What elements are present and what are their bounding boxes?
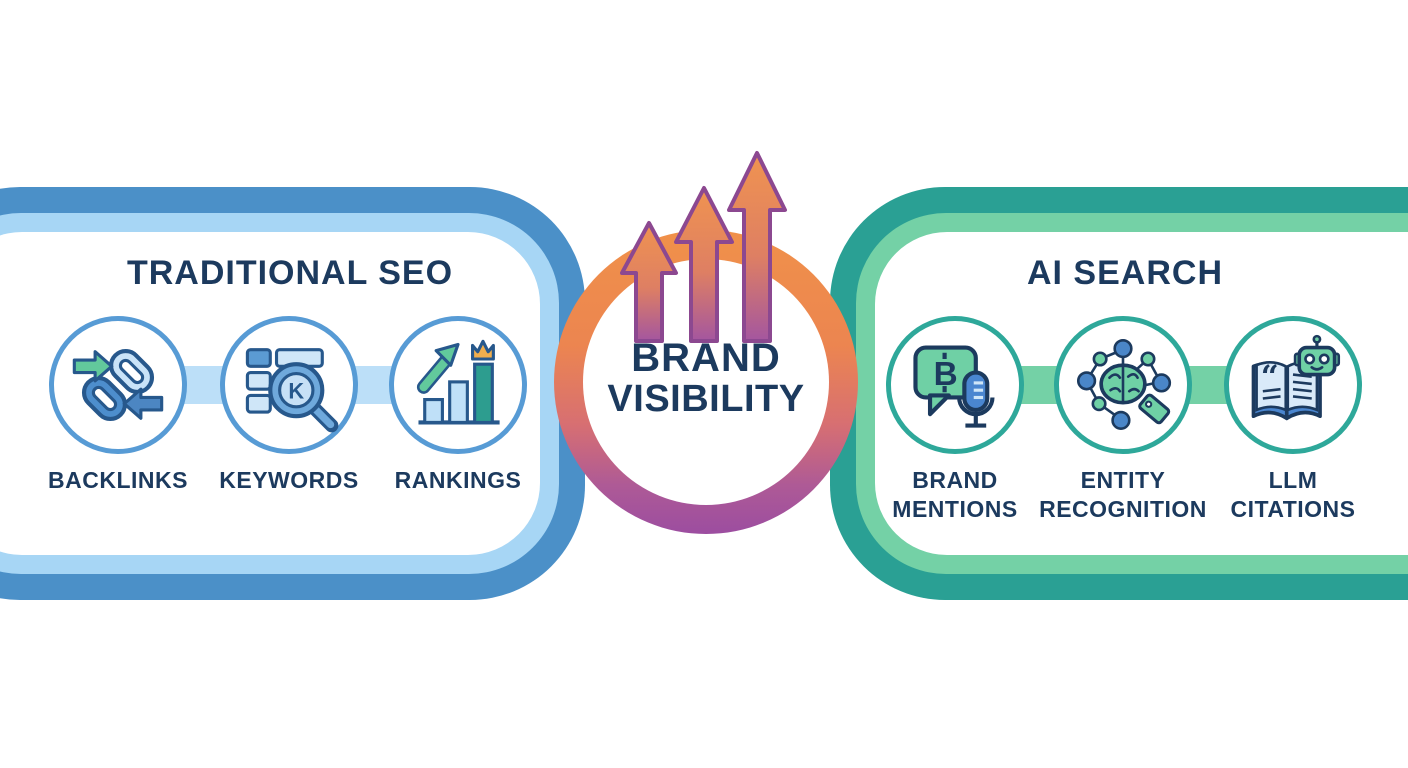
svg-text:K: K [288,379,304,404]
keyword-search-icon: K [245,348,339,433]
rankings-label: RANKINGS [394,467,522,493]
entity-recognition-circle [1054,316,1192,454]
llm-citations-label: LLM CITATIONS [1230,467,1356,523]
llm-citations-icon: “ [1251,334,1341,421]
rankings-circle [389,316,527,454]
rising-arrow-medium [674,186,734,343]
entity-recognition-label: ENTITY RECOGNITION [1039,467,1207,523]
brand-mentions-label: BRAND MENTIONS [892,467,1018,523]
brand-visibility-line2: VISIBILITY [607,378,805,420]
three-rising-arrows-icon [620,151,787,343]
entity-recognition-icon [1076,338,1172,430]
backlinks-circle [49,316,187,454]
rankings-growth-icon [416,339,500,425]
brand-visibility-line1: BRAND [631,336,781,380]
brand-mentions-icon: B [913,345,995,428]
brand-visibility-title: BRAND VISIBILITY [556,338,856,422]
keywords-label: KEYWORDS [219,467,359,493]
llm-citations-circle: “ [1224,316,1362,454]
ai-search-title: AI SEARCH [1026,254,1224,292]
keywords-circle: K [220,316,358,454]
svg-text:“: “ [1261,359,1279,395]
brand-visibility-ring [554,230,858,534]
backlink-chain-icon [72,348,164,422]
rising-arrow-tall [727,151,787,343]
brand-mentions-circle: B [886,316,1024,454]
backlinks-label: BACKLINKS [48,467,188,493]
rising-arrow-short [620,221,678,343]
traditional-seo-title: TRADITIONAL SEO [126,254,454,292]
